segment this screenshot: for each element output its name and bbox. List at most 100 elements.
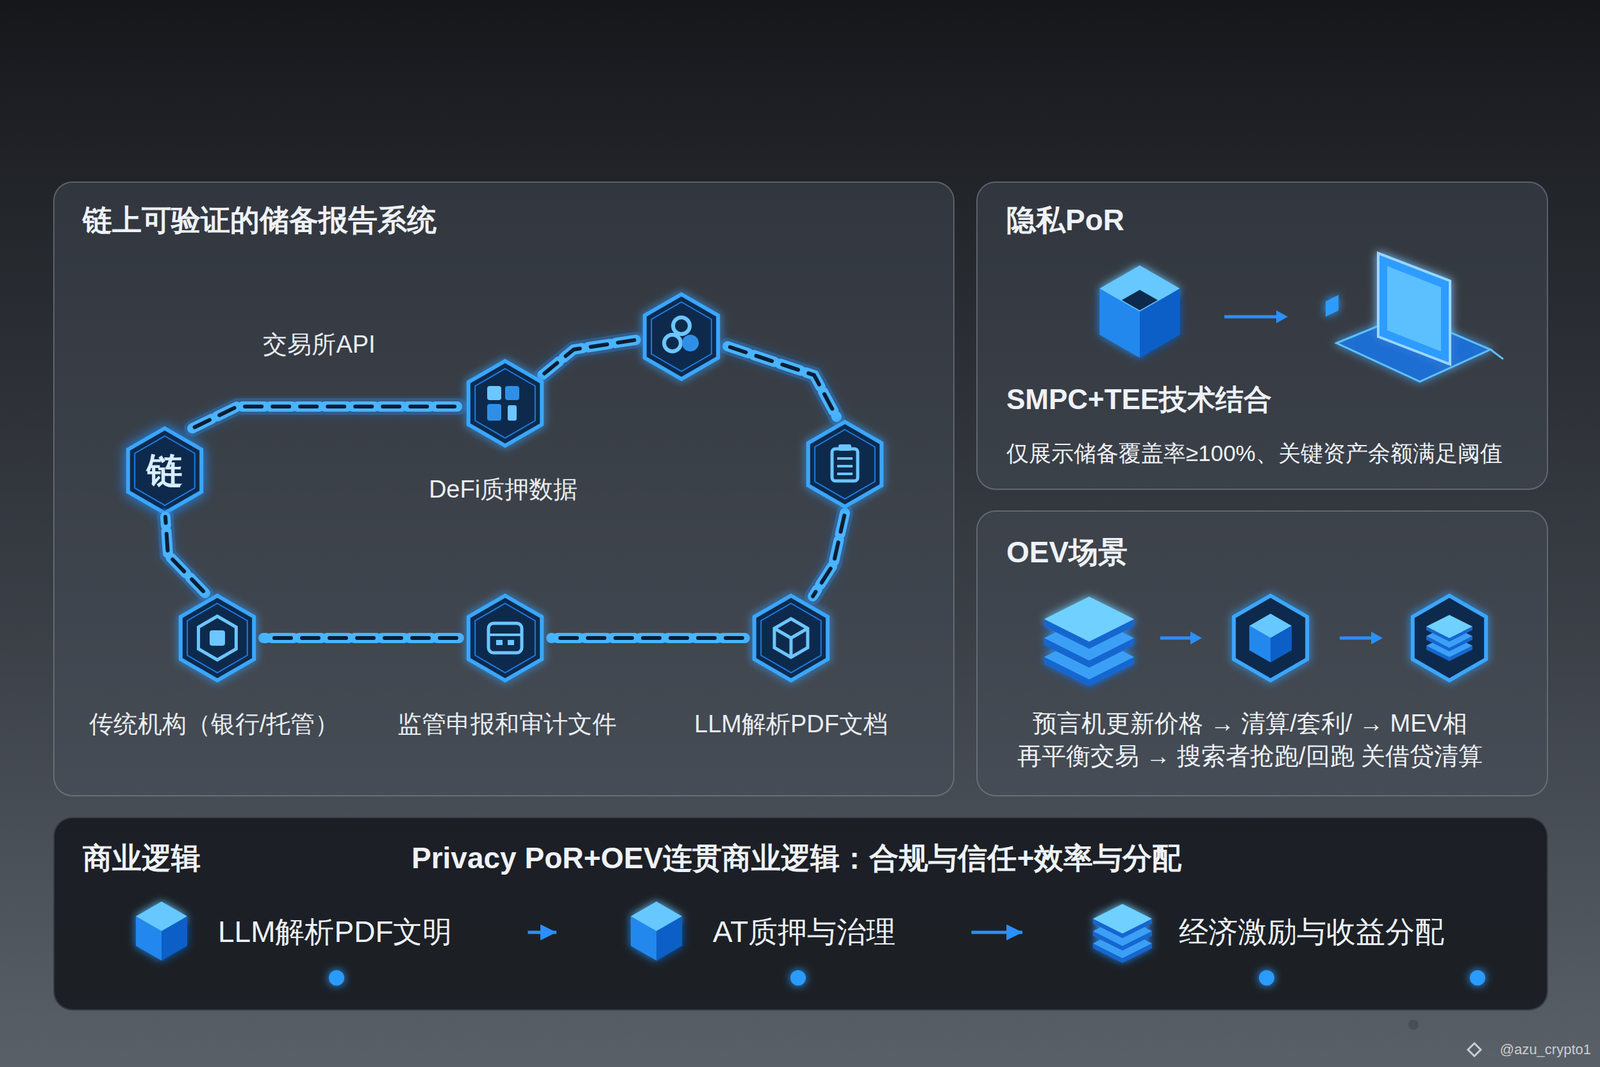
flow-arrow <box>527 930 557 934</box>
cube-left <box>135 916 162 961</box>
glyph <box>507 639 515 645</box>
illustration-group <box>114 294 1504 1056</box>
section-panel: OEV场景预言机更新价格 → 清算/套利/ → MEV相再平衡交易 → 搜索者抢… <box>976 510 1549 797</box>
chain-links <box>812 512 845 597</box>
glyph <box>505 385 520 400</box>
cube-left <box>1249 625 1271 663</box>
watermark: @azu_crypto1 <box>1500 1041 1592 1058</box>
cube-top <box>1099 265 1180 312</box>
node-text: SMPC+TEE技术结合 <box>1006 382 1272 417</box>
glyph <box>673 317 690 334</box>
hexagon-icon <box>1412 595 1486 681</box>
chain-link-hole <box>263 635 459 640</box>
hexagon-shape <box>128 428 202 513</box>
glyph <box>682 334 699 352</box>
arrow-line <box>1224 315 1279 319</box>
layer-side <box>1092 930 1152 950</box>
hexagon-inner <box>187 603 248 673</box>
cube-right <box>1270 625 1292 663</box>
chain-link-hole <box>727 346 837 417</box>
chain-link-hole <box>551 635 745 640</box>
hexagon-inner <box>814 429 875 499</box>
glyph <box>488 623 522 653</box>
panel-title: 商业逻辑 <box>82 840 201 876</box>
arrow-head <box>1276 310 1288 324</box>
text-slot: 再平衡交易 → 搜索者抢跑/回跑 关借贷清算 <box>1017 741 1483 772</box>
layer-top <box>1044 615 1134 661</box>
panel-title: 链上可验证的储备报告系统 <box>82 202 437 238</box>
layer-side <box>1426 635 1473 652</box>
layer-side <box>1044 637 1134 668</box>
cube-right <box>656 916 683 961</box>
hexagon-inner <box>475 603 536 673</box>
hexagon-icon <box>808 421 882 507</box>
node-text: 链 <box>146 448 183 492</box>
node-text: LLM解析PDF文明 <box>217 914 452 950</box>
source-label: DeFi质押数据 <box>428 475 578 505</box>
chain-link-hole <box>165 516 206 593</box>
source-label: 监管申报和审计文件 <box>397 709 617 740</box>
cube-top <box>630 901 683 931</box>
chain-hexagon: 链 <box>118 424 211 517</box>
glyph <box>487 385 502 400</box>
glyph <box>507 405 517 421</box>
watermark-logo <box>1467 1042 1481 1056</box>
text-slot: DeFi质押数据 <box>428 475 578 505</box>
text-slot: 交易所API <box>262 330 375 360</box>
icon-space <box>137 906 218 958</box>
cube-top <box>1249 613 1292 638</box>
node-text: 再平衡交易 → 搜索者抢跑/回跑 关借贷清算 <box>1017 741 1483 772</box>
hexagon-inner <box>475 368 536 438</box>
node-text: Privacy PoR+OEV连贯商业逻辑：合规与信任+效率与分配 <box>411 840 1182 876</box>
glyph <box>837 457 853 460</box>
small-block <box>1325 294 1339 317</box>
panel-title: 隐私PoR <box>1006 202 1125 238</box>
text-slot: 预言机更新价格 → 清算/套利/ → MEV相 <box>1032 708 1468 739</box>
arrow-head <box>1371 631 1383 645</box>
chain-glow <box>727 346 837 417</box>
chain-glow <box>263 629 459 647</box>
hexagon-icon <box>754 595 828 681</box>
chain-links <box>542 339 636 375</box>
text-slot: Privacy PoR+OEV连贯商业逻辑：合规与信任+效率与分配 <box>411 840 1182 876</box>
timeline-bar <box>114 976 1485 980</box>
layer-side <box>1092 942 1152 963</box>
laptop-display <box>1387 266 1442 352</box>
panel-title: OEV场景 <box>1006 534 1128 570</box>
hexagon-inner <box>134 435 195 506</box>
layer-top <box>1426 624 1473 648</box>
layer-top <box>1044 633 1134 679</box>
node-text: 预言机更新价格 → 清算/套利/ → MEV相 <box>1032 708 1468 739</box>
chain-glow <box>812 512 845 597</box>
text-slot: 仅展示储备覆盖率≥100%、关键资产余额满足阈值 <box>1006 439 1503 467</box>
arrow-line <box>1160 636 1193 640</box>
icon-space <box>1098 906 1179 958</box>
hexagon-icon <box>468 360 542 446</box>
hexagon-inner <box>760 603 822 673</box>
glyph <box>832 448 858 481</box>
icon-space <box>632 906 713 958</box>
cube-left <box>1099 288 1140 358</box>
text-slot: OEV场景 <box>1006 534 1128 570</box>
layer-side <box>1426 626 1473 642</box>
cube-right <box>161 916 188 961</box>
glyph <box>838 444 852 451</box>
cube-notch <box>1121 289 1158 311</box>
layer-side <box>1426 645 1473 661</box>
layer-top <box>1044 596 1134 642</box>
hexagon-icon <box>1233 595 1308 681</box>
text-slot: 隐私PoR <box>1006 202 1125 238</box>
text-slot: 链上可验证的储备报告系统 <box>82 202 437 238</box>
hexagon-inner <box>651 301 712 372</box>
arrow-line <box>1339 636 1374 640</box>
layer-top <box>1426 633 1473 658</box>
chain-links <box>727 346 837 417</box>
process-step: AT质押与治理 <box>556 906 972 958</box>
source-label: 交易所API <box>262 330 375 360</box>
glyph <box>209 630 225 646</box>
chain-glow <box>542 339 636 375</box>
text-slot: @azu_crypto1 <box>1500 1041 1592 1058</box>
icon-group <box>135 253 1491 963</box>
chain-glow <box>165 516 206 593</box>
